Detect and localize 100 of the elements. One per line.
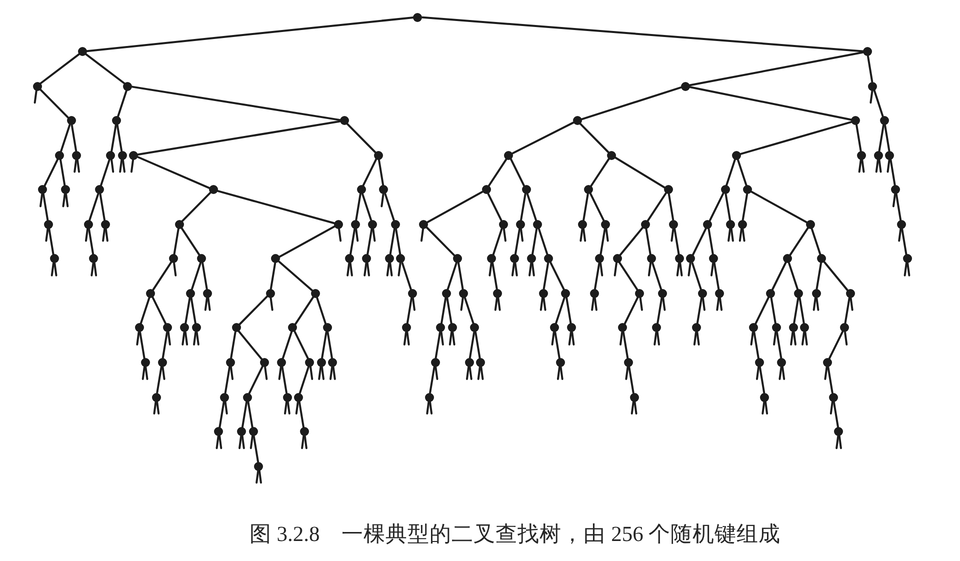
branch-line	[406, 296, 413, 324]
null-link	[304, 435, 308, 450]
null-link	[238, 435, 242, 450]
null-link	[330, 366, 334, 380]
null-link	[420, 228, 424, 242]
null-link	[218, 435, 222, 450]
null-link	[514, 262, 518, 276]
branch-line	[394, 228, 402, 256]
node-dot	[316, 358, 326, 367]
node-dot	[794, 288, 804, 298]
node-dot	[476, 358, 486, 367]
null-link	[528, 262, 532, 276]
branch-line	[241, 400, 248, 428]
node-dot	[669, 220, 678, 229]
node-dot	[868, 82, 878, 91]
node-dot	[783, 254, 792, 264]
null-link	[778, 366, 782, 380]
null-link	[40, 193, 44, 208]
node-dot	[163, 323, 172, 332]
branch-line	[440, 296, 447, 324]
node-dot	[902, 254, 912, 264]
node-dot	[754, 358, 764, 367]
null-link	[74, 158, 78, 173]
branch-line	[39, 88, 69, 118]
branch-line	[117, 89, 128, 118]
null-link	[614, 262, 618, 276]
branch-line	[890, 158, 896, 186]
branch-line	[492, 262, 498, 290]
node-dot	[152, 392, 161, 402]
node-dot	[214, 427, 224, 436]
branch-line	[594, 262, 600, 290]
branch-line	[772, 262, 787, 290]
branch-line	[856, 124, 862, 152]
branch-line	[816, 262, 822, 290]
node-dot	[822, 358, 832, 367]
branch-line	[520, 193, 526, 221]
node-dot	[482, 185, 491, 194]
branch-line	[321, 331, 328, 360]
node-dot	[266, 288, 275, 298]
null-link	[580, 228, 584, 242]
node-dot	[379, 185, 388, 194]
null-link	[542, 296, 546, 311]
null-link	[295, 400, 299, 415]
branch-line	[42, 193, 49, 221]
null-link	[364, 262, 368, 276]
node-dot	[606, 150, 616, 160]
node-dot	[891, 185, 900, 194]
node-dot	[453, 254, 462, 264]
node-dot	[424, 392, 434, 402]
null-link	[332, 366, 336, 380]
node-dot	[368, 220, 377, 229]
null-link	[372, 228, 376, 242]
null-link	[716, 296, 720, 311]
null-link	[256, 470, 260, 484]
null-link	[790, 331, 794, 346]
null-link	[355, 228, 359, 242]
branch-line	[88, 228, 94, 256]
null-link	[804, 331, 808, 346]
branch-line	[542, 262, 550, 290]
branch-line	[590, 158, 610, 187]
branch-line	[278, 225, 336, 258]
node-dot	[72, 150, 82, 160]
node-dot	[232, 323, 241, 332]
branch-line	[696, 296, 703, 324]
node-dot	[788, 323, 798, 332]
null-link	[119, 158, 123, 173]
null-link	[406, 331, 410, 346]
node-dot	[168, 254, 178, 264]
node-dot	[55, 150, 64, 160]
null-link	[153, 400, 157, 415]
null-link	[511, 262, 516, 276]
branch-line	[355, 193, 362, 221]
node-dot	[578, 220, 588, 229]
null-link	[452, 331, 456, 346]
node-dot	[430, 358, 440, 367]
branch-line	[895, 193, 902, 221]
null-link	[892, 193, 896, 208]
node-dot	[498, 220, 508, 229]
node-dot	[458, 288, 468, 298]
node-dot	[237, 427, 246, 436]
null-link	[466, 366, 470, 380]
branch-line	[824, 261, 848, 291]
null-link	[782, 366, 786, 380]
branch-line	[827, 366, 834, 394]
branch-line	[708, 192, 724, 222]
node-dot	[885, 150, 894, 160]
node-dot	[442, 288, 451, 298]
null-link	[764, 400, 768, 415]
branch-line	[624, 296, 639, 325]
branch-line	[538, 228, 548, 256]
branch-line	[238, 330, 263, 360]
node-dot	[748, 323, 758, 332]
branch-line	[362, 193, 372, 222]
null-link	[258, 470, 262, 484]
branch-line	[492, 228, 503, 256]
node-dot	[862, 47, 872, 56]
branch-line	[754, 296, 770, 325]
branch-line	[281, 366, 288, 394]
null-link	[440, 331, 444, 346]
node-dot	[828, 392, 838, 402]
